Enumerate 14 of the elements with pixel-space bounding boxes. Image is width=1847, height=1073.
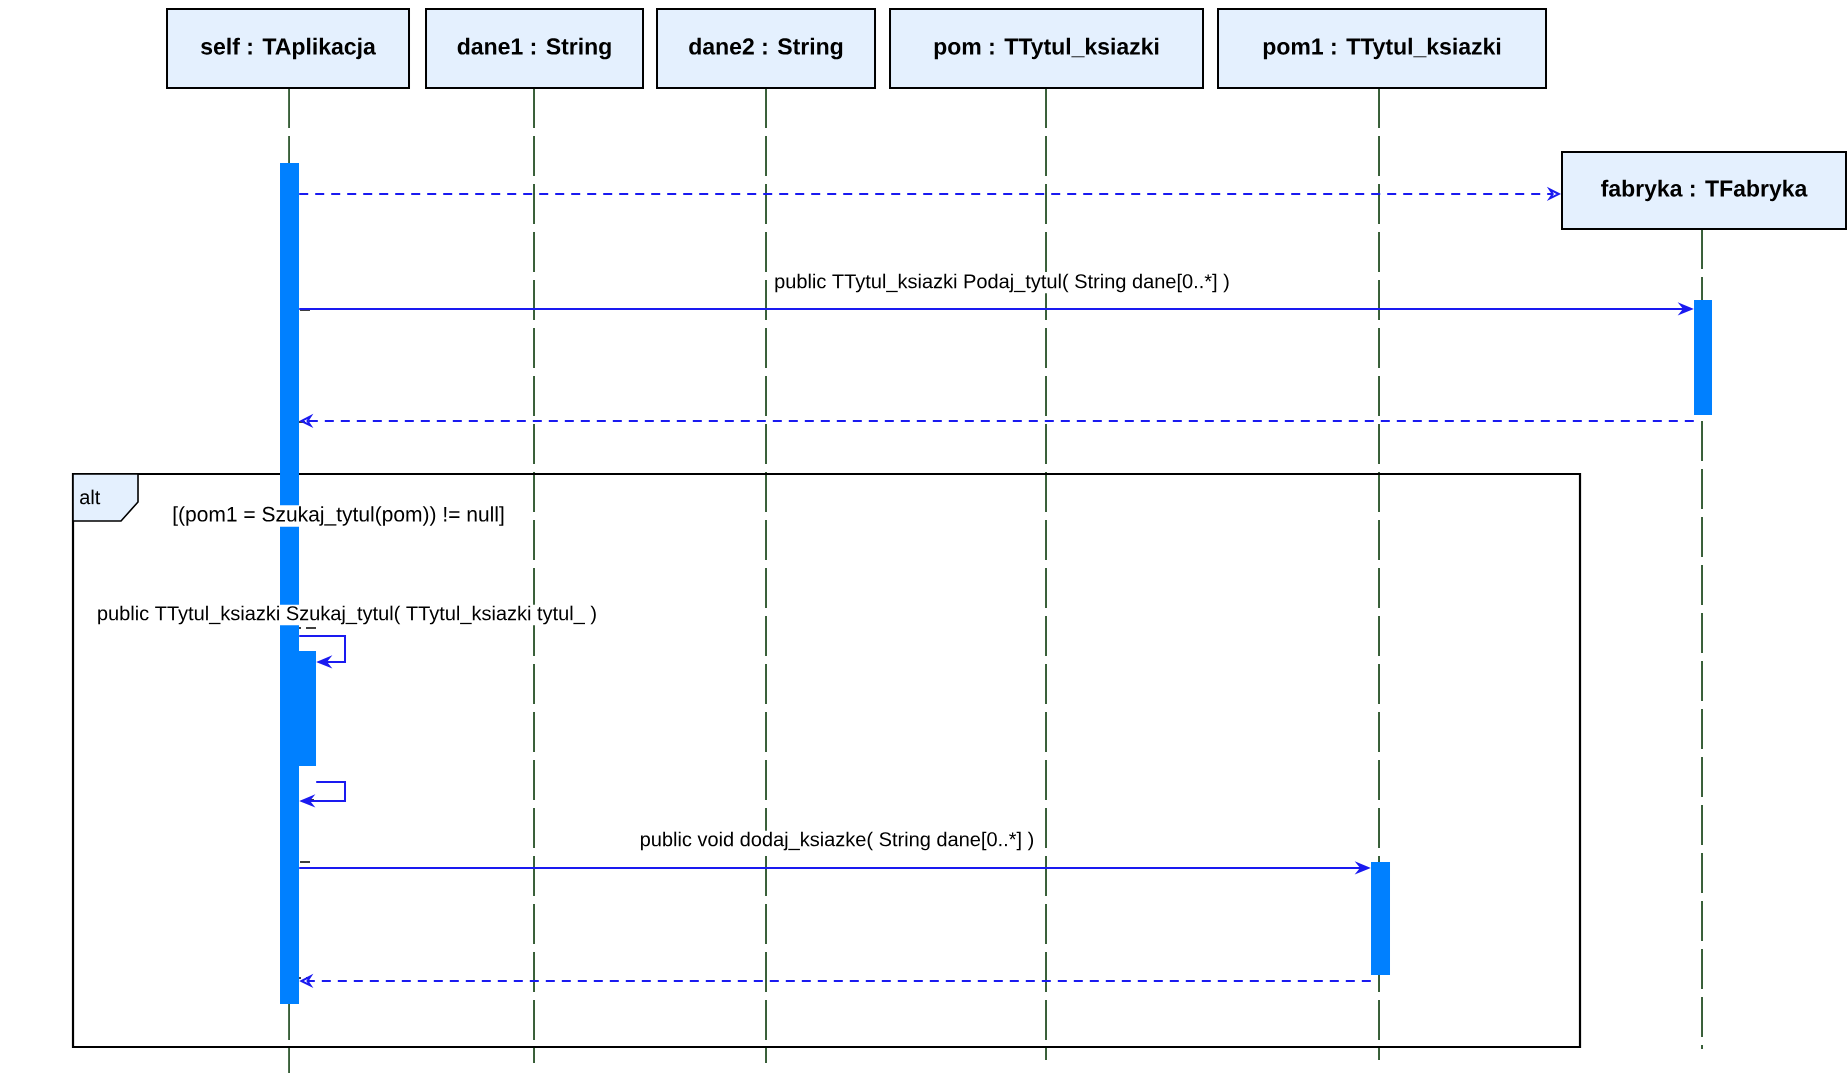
activation-bar (1371, 862, 1390, 975)
activation-bar (1694, 300, 1712, 415)
guard-condition: [(pom1 = Szukaj_tytul(pom)) != null] (171, 505, 506, 527)
lifeline-head: dane2 : String (656, 8, 876, 89)
message-label: public void dodaj_ksiazke( String dane[0..*] ) (638, 830, 1036, 852)
message-arrow (298, 635, 346, 669)
lifeline-head: fabryka : TFabryka (1561, 151, 1847, 230)
lifeline-head: dane1 : String (425, 8, 644, 89)
activation-bar (298, 651, 316, 766)
message-label: public TTytul_ksiazki Szukaj_tytul( TTytul_ksiazki tytul_ ) (95, 604, 599, 626)
lifeline-head: pom : TTytul_ksiazki (889, 8, 1204, 89)
message-label: public TTytul_ksiazki Podaj_tytul( String dane[0..*] ) (773, 272, 1231, 294)
lifeline-head: pom1 : TTytul_ksiazki (1217, 8, 1547, 89)
lifeline-head: self : TAplikacja (166, 8, 410, 89)
